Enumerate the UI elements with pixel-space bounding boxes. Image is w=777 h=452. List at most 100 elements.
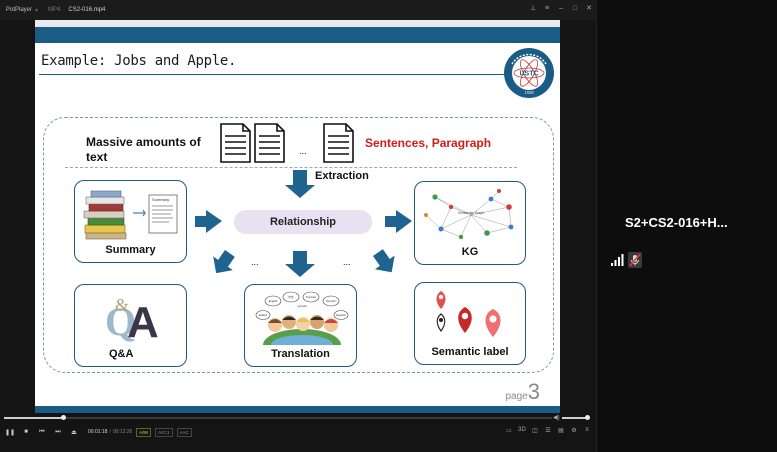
- speech-bubble-2: Français: [306, 295, 317, 299]
- document-icon: [254, 123, 285, 163]
- seek-handle[interactable]: [60, 415, 66, 420]
- pause-icon[interactable]: ❚❚: [4, 429, 16, 436]
- previous-icon[interactable]: ⏮: [39, 428, 45, 435]
- slide-top-strip: [35, 20, 560, 27]
- app-menu-chevron-icon[interactable]: ▾: [35, 7, 39, 14]
- svg-text:&: &: [115, 295, 129, 315]
- hw-badge[interactable]: H/W: [136, 427, 152, 437]
- volume-handle[interactable]: [584, 415, 590, 420]
- minimize-icon[interactable]: –: [559, 5, 563, 12]
- qa-box: Q & A Q&A: [74, 284, 187, 367]
- dashed-divider: [65, 167, 517, 168]
- subtitle-icon[interactable]: ▭: [506, 428, 512, 434]
- menu-icon[interactable]: ≡: [544, 5, 550, 12]
- flow-arrows: ... ...: [195, 170, 412, 277]
- semantic-label-box: Semantic label: [414, 282, 526, 365]
- logo-year: 1958: [525, 90, 535, 95]
- svg-text:A: A: [127, 298, 159, 343]
- slide-title: Example: Jobs and Apple.: [41, 53, 237, 69]
- diagram-frame: [43, 117, 554, 373]
- qa-letters-icon: Q & A: [105, 295, 159, 343]
- arrow-down-translation: [285, 251, 315, 277]
- arrow-right-kg: [385, 210, 412, 233]
- document-icon: [220, 123, 251, 163]
- audio-codec-badge[interactable]: AAC: [176, 427, 192, 437]
- arrow-down-right-semantic: [373, 249, 395, 273]
- extraction-label: Extraction: [315, 170, 369, 182]
- kg-center-text: Knowledge Graph: [458, 211, 484, 215]
- speech-bubble-4: Italiano: [259, 313, 268, 317]
- university-logo: USTC 1958: [504, 48, 554, 98]
- page-digit: 3: [527, 379, 540, 404]
- mic-muted-icon[interactable]: [628, 252, 642, 268]
- speech-bubble-3: Deutsch: [326, 299, 336, 303]
- speech-bubble-5: Español: [336, 313, 346, 317]
- current-time: 00:01:18: [88, 429, 108, 435]
- volume-icon[interactable]: ◀): [553, 415, 560, 421]
- volume-level: [562, 417, 588, 419]
- close-icon[interactable]: ✕: [586, 5, 592, 12]
- slide-header-band: [35, 27, 560, 43]
- speech-bubble-6: русский: [297, 304, 307, 308]
- ellipsis-left: ...: [251, 257, 259, 267]
- stop-icon[interactable]: ■: [24, 429, 28, 435]
- translation-people-icon: English 中文 Français Deutsch Italiano Esp…: [255, 291, 349, 345]
- qa-label: Q&A: [109, 348, 134, 360]
- arrow-left-summary: [195, 210, 222, 233]
- speech-bubble-1: 中文: [288, 295, 294, 299]
- kg-label: KG: [461, 246, 479, 258]
- logo-text: USTC: [519, 71, 538, 78]
- app-name[interactable]: PotPlayer: [6, 7, 33, 13]
- file-format: MP4: [48, 7, 61, 13]
- speech-bubble-0: English: [269, 299, 278, 303]
- pin-icon[interactable]: ⊥: [529, 5, 537, 12]
- seek-progress: [4, 417, 64, 419]
- main-menu-icon[interactable]: ≡: [585, 427, 589, 433]
- books-icon: Summary: [83, 190, 178, 240]
- kg-box: Knowledge Graph KG: [414, 181, 526, 265]
- summary-box: Summary Summary: [74, 180, 187, 263]
- capture-icon[interactable]: ◫: [532, 428, 538, 434]
- file-name: CS2-016.mp4: [68, 7, 106, 13]
- docs-ellipsis: ...: [299, 146, 307, 156]
- page-word: page: [505, 391, 528, 402]
- seek-bar[interactable]: [4, 415, 552, 420]
- location-pins-icon: [436, 291, 501, 337]
- relationship-label: Relationship: [234, 210, 372, 234]
- summary-label: Summary: [105, 244, 156, 256]
- slide-footer-band: [35, 406, 560, 413]
- maximize-icon[interactable]: □: [572, 5, 578, 12]
- eject-icon[interactable]: ⏏: [71, 429, 77, 436]
- title-rule: [39, 74, 504, 75]
- video-codec-badge[interactable]: AVC1: [155, 427, 173, 437]
- time-separator: /: [109, 429, 111, 435]
- video-player-window: PotPlayer ▾ MP4 CS2-016.mp4 ⊥ ≡ – □ ✕ Ex…: [0, 0, 597, 452]
- total-time: 00:12:26: [112, 429, 133, 435]
- summary-doc-title: Summary: [152, 197, 169, 202]
- svg-text:Q: Q: [105, 299, 136, 343]
- slide-page-number: page3: [506, 379, 541, 405]
- knowledge-graph-icon: Knowledge Graph: [423, 189, 514, 240]
- document-icon: [323, 123, 354, 163]
- player-titlebar: PotPlayer ▾ MP4 CS2-016.mp4 ⊥ ≡ – □ ✕: [0, 0, 597, 20]
- right-controls: ▭ 3D ◫ ☰ ▤ ⚙ ≡: [505, 427, 591, 434]
- video-frame[interactable]: Example: Jobs and Apple. USTC 1958 Massi…: [35, 20, 560, 413]
- document-icons: ...: [220, 123, 354, 163]
- next-icon[interactable]: ⏭: [55, 428, 61, 435]
- 3d-icon[interactable]: 3D: [518, 427, 526, 433]
- sentences-paragraph-label: Sentences, Paragraph: [365, 136, 492, 150]
- massive-text-label: Massive amounts of text: [86, 135, 201, 164]
- arrow-down-extraction: [285, 170, 315, 198]
- participant-name: S2+CS2-016+H...: [625, 215, 728, 230]
- translation-label: Translation: [271, 348, 330, 360]
- arrow-down-left-qa: [213, 250, 235, 274]
- window-controls: ⊥ ≡ – □ ✕: [529, 4, 593, 14]
- settings-icon[interactable]: ⚙: [571, 428, 577, 434]
- signal-bars-icon: [611, 254, 624, 266]
- translation-box: English 中文 Français Deutsch Italiano Esp…: [244, 284, 357, 367]
- playback-controls: ❚❚ ■ ⏮ ⏭ ⏏ 00:01:18 / 00:12:26 H/W AVC1 …: [0, 424, 597, 440]
- playlist-icon[interactable]: ☰: [545, 428, 551, 434]
- volume-slider[interactable]: [562, 415, 590, 420]
- eq-icon[interactable]: ▤: [558, 428, 564, 434]
